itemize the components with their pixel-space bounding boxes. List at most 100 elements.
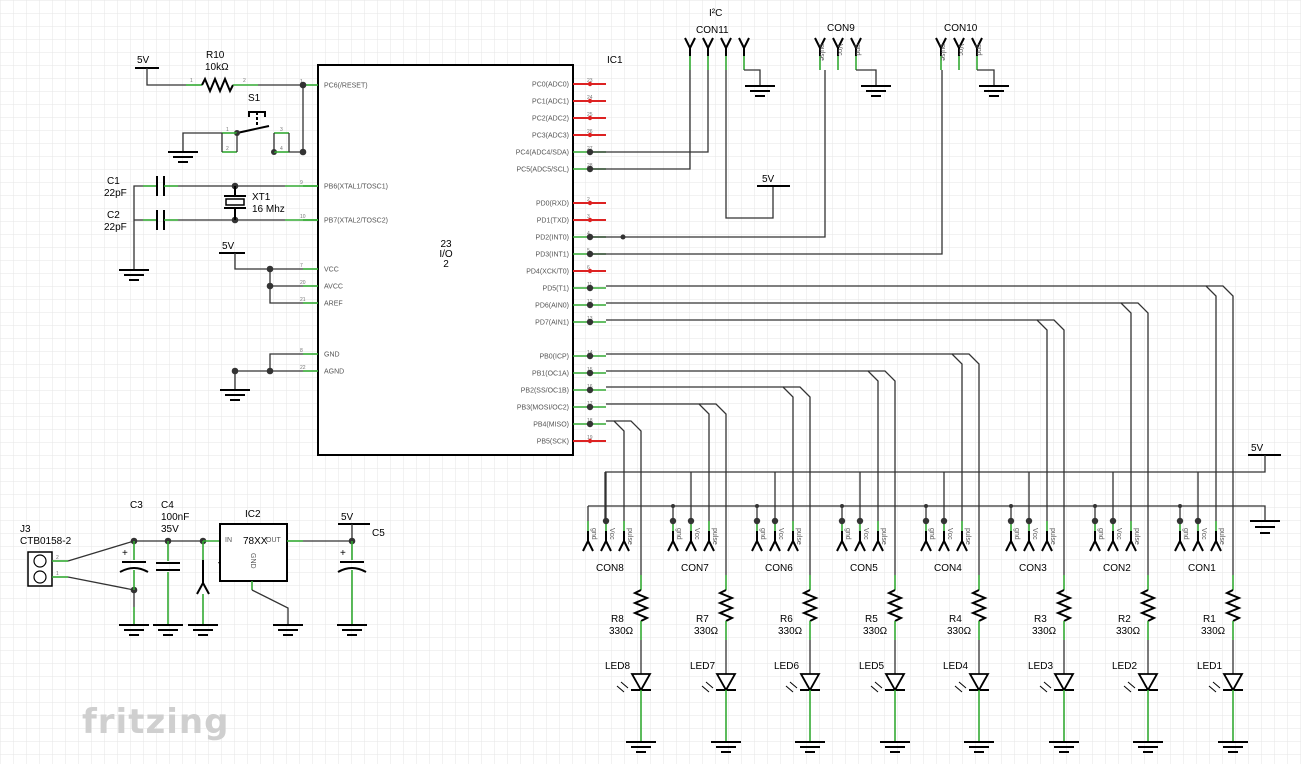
c2-capacitor[interactable] [143, 210, 178, 230]
channel-connector-ref: CON6 [765, 563, 793, 574]
con9-connector[interactable] [814, 37, 862, 70]
port-wire [1037, 319, 1065, 441]
resistor[interactable] [717, 589, 735, 622]
led-light-arrow [1127, 681, 1136, 689]
ic1-left-pin-label: GND [324, 352, 340, 359]
ic1-right-pin-label: PD2(INT0) [536, 235, 569, 242]
con10-connector[interactable] [935, 37, 983, 70]
ic1-right-pin-label: PC4(ADC4/SDA) [516, 150, 569, 157]
ic1-body[interactable] [317, 64, 574, 456]
ic1[interactable]: IC1 23 I/O 2 PC6(/RESET)1PB6(XTAL1/TOSC1… [300, 55, 623, 456]
resistor-ref: R6 [780, 614, 793, 625]
led-diode[interactable] [884, 673, 906, 692]
unconnected-pin-dot [587, 115, 593, 121]
channel-pin-label: Vcc [608, 528, 615, 540]
led-ref: LED8 [605, 661, 630, 672]
led-diode[interactable] [1053, 673, 1075, 692]
pin-junction-dot [586, 284, 594, 292]
port-wire [952, 353, 980, 441]
led-light-arrow [1043, 681, 1052, 689]
junction-dot [838, 517, 846, 525]
j3-terminal-block[interactable] [27, 551, 53, 587]
ic2-gnd: GND [249, 553, 256, 569]
resistor-value: 330Ω [609, 626, 634, 637]
junction-dot [753, 517, 761, 525]
resistor[interactable] [801, 589, 819, 622]
led-diode[interactable] [1222, 673, 1244, 692]
s1-switch[interactable]: S1 1 2 3 4 [222, 93, 290, 155]
ic1-left-pin-label: AGND [324, 369, 344, 376]
ic1-right-pin-label: PD5(T1) [543, 286, 569, 293]
led-ref: LED3 [1028, 661, 1053, 672]
led-light-arrow [1208, 685, 1217, 693]
led-diode[interactable] [1137, 673, 1159, 692]
xt1-crystal[interactable] [224, 186, 246, 220]
port-wire [699, 403, 727, 441]
channel-pin-label: Vcc [693, 528, 700, 540]
resistor[interactable] [1224, 589, 1242, 622]
port-wire [783, 386, 811, 441]
con11-connector[interactable] [684, 37, 750, 70]
channel-connector-ref: CON7 [681, 563, 709, 574]
junction-dot [1009, 504, 1013, 508]
ic1-right-pin-label: PB5(SCK) [537, 439, 569, 446]
ic1-ref: IC1 [607, 55, 623, 66]
channel-pin-label: Vcc [946, 528, 953, 540]
junction-dot [669, 517, 677, 525]
led-diode[interactable] [968, 673, 990, 692]
c1-capacitor[interactable] [143, 176, 178, 196]
led-light-arrow [620, 681, 629, 689]
led-diode[interactable] [799, 673, 821, 692]
resistor[interactable] [632, 589, 650, 622]
c4-capacitor[interactable] [156, 541, 180, 625]
resistor-value: 330Ω [778, 626, 803, 637]
ic2-regulator[interactable] [219, 523, 288, 582]
ic1-right-pin-label: PD6(AIN0) [535, 303, 569, 310]
ic1-left-pin-number: 9 [300, 180, 303, 186]
c5-capacitor[interactable]: + [337, 541, 367, 625]
reset-5v-label: 5V [137, 55, 150, 66]
resistor-ref: R3 [1034, 614, 1047, 625]
junction-dot [1093, 504, 1097, 508]
ic2-name: 78XX [243, 536, 268, 547]
led-light-arrow [616, 685, 625, 693]
j4-connector[interactable] [196, 541, 210, 625]
junction-dot [924, 504, 928, 508]
junction-dot [1109, 517, 1117, 525]
ic1-right-pin-number: 4 [587, 231, 590, 237]
led-diode[interactable] [630, 673, 652, 692]
ic1-center-line1: 23 [440, 239, 452, 250]
ic1-right-pin-label: PC2(ADC2) [532, 116, 569, 123]
j3-value: CTB0158-2 [20, 536, 72, 547]
resistor-ref: R8 [611, 614, 624, 625]
svg-text:+: + [122, 548, 128, 559]
ic1-right-pin-label: PD3(INT1) [536, 252, 569, 259]
port-wire [1121, 302, 1149, 441]
resistor[interactable] [886, 589, 904, 622]
c3-capacitor[interactable]: + [119, 541, 149, 590]
led-diode[interactable] [715, 673, 737, 692]
c4-ref: C4 [161, 500, 174, 511]
resistor[interactable] [1139, 589, 1157, 622]
resistor-value: 330Ω [1201, 626, 1226, 637]
channel-pin-label: gnd [844, 528, 851, 540]
ic1-right-pin-number: 19 [587, 435, 593, 441]
pin-junction-dot [586, 352, 594, 360]
resistor-ref: R1 [1203, 614, 1216, 625]
i2c-5v-label: 5V [762, 174, 775, 185]
c5-ref: C5 [372, 528, 385, 539]
ic1-right-pin-label: PB1(OC1A) [532, 371, 569, 378]
port-wire [606, 386, 794, 441]
r10-resistor[interactable] [201, 76, 234, 94]
led-light-arrow [785, 685, 794, 693]
ic1-left-pin-label: AVCC [324, 284, 343, 291]
resistor[interactable] [970, 589, 988, 622]
xt1-ref: XT1 [252, 192, 271, 203]
c1-value: 22pF [104, 188, 127, 199]
channel-pin-label: pulse [1218, 528, 1225, 545]
resistor[interactable] [1055, 589, 1073, 622]
resistor-value: 330Ω [947, 626, 972, 637]
ic1-center-line2: I/O [439, 249, 453, 260]
